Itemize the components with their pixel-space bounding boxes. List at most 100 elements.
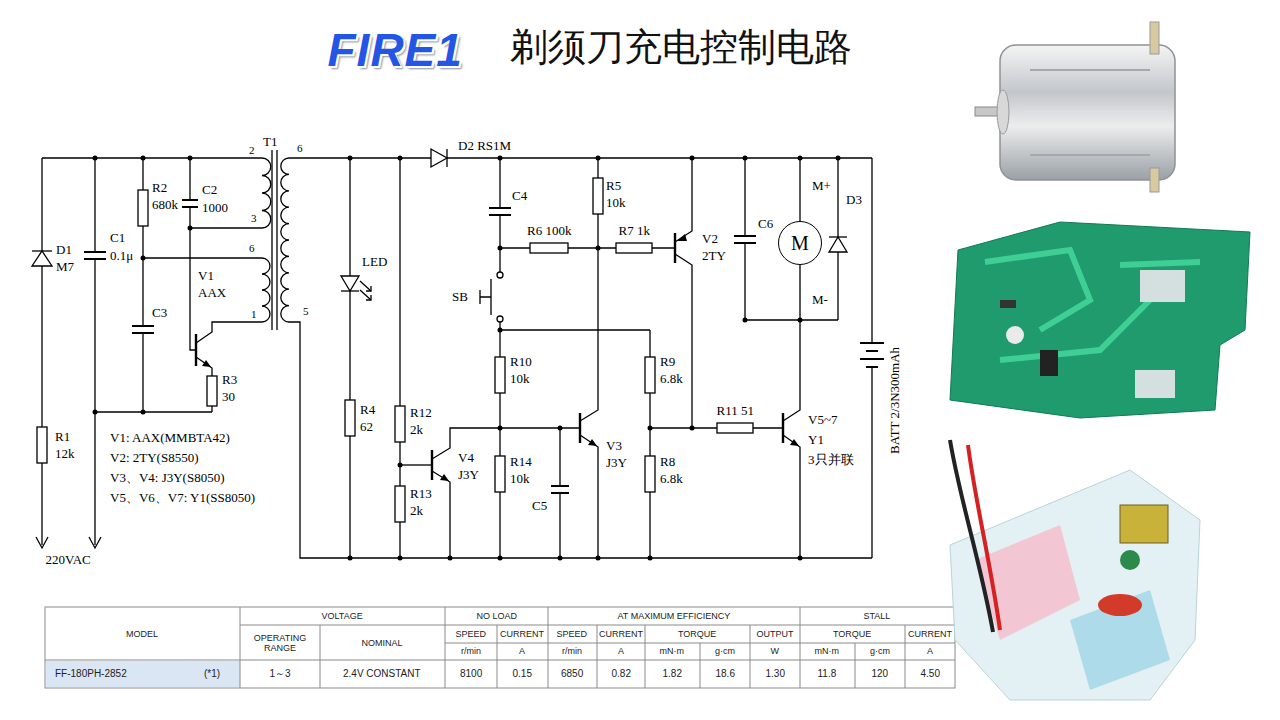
- capacitor-symbol: [550, 487, 570, 492]
- wire: [41, 158, 42, 545]
- table-cell: SPEED: [557, 629, 588, 639]
- resistor-symbol: [593, 178, 603, 214]
- table-cell: 4.50: [921, 668, 940, 680]
- motor-photo: [1030, 70, 1150, 155]
- table-cell: 1.82: [663, 668, 682, 680]
- wire: [783, 435, 800, 558]
- diode-symbol: [829, 236, 847, 237]
- table-cell: 2.4V CONSTANT: [343, 668, 421, 680]
- pcb-photo: [1140, 270, 1185, 302]
- pcb-photo: [1040, 350, 1058, 376]
- capacitor-symbol: [83, 253, 107, 258]
- component-label: M-: [812, 293, 828, 308]
- wire: [675, 254, 692, 428]
- table-cell: A: [927, 646, 933, 656]
- junction-dot: [798, 156, 803, 161]
- component-label: C1: [110, 231, 125, 246]
- data-table: [700, 643, 855, 688]
- transistor-arrow: [588, 439, 597, 446]
- table-cell: A: [519, 646, 525, 656]
- junction-dot: [93, 156, 98, 161]
- capacitor-symbol: [489, 208, 511, 215]
- component-label: R4: [360, 403, 375, 418]
- table-cell: mN·m: [815, 646, 840, 656]
- junction-dot: [93, 410, 98, 415]
- data-table: [240, 607, 800, 688]
- logo-text: FIRE1: [328, 24, 463, 77]
- resistor-symbol: [495, 456, 505, 492]
- resistor-symbol: [207, 376, 217, 406]
- junction-dot: [398, 463, 403, 468]
- switch-symbol: [480, 272, 503, 322]
- wire: [42, 157, 262, 158]
- transformer-symbol: [262, 150, 289, 330]
- pin-number: 2: [249, 144, 255, 157]
- data-table: [320, 625, 905, 688]
- transistor-arrow: [440, 474, 449, 481]
- diode-symbol: [341, 290, 359, 291]
- junction-dot: [798, 556, 803, 561]
- table-cell: CURRENT: [599, 629, 643, 639]
- component-label: 10k: [510, 472, 530, 487]
- junction-dot: [743, 318, 748, 323]
- table-cell: 11.8: [818, 668, 837, 680]
- wire: [190, 227, 262, 228]
- component-label: 220VAC: [46, 553, 91, 568]
- part-note: V5、V6、V7: Y1(SS8050): [110, 491, 255, 506]
- junction-dot: [558, 426, 563, 431]
- wire: [500, 329, 650, 330]
- table-cell: 1～3: [270, 668, 291, 680]
- capacitor-symbol: [84, 252, 106, 259]
- junction-dot: [498, 556, 503, 561]
- component-label: R3: [222, 373, 237, 388]
- diode-symbol: [366, 286, 371, 300]
- component-label: D1: [56, 243, 72, 258]
- part-note: V3、V4: J3Y(S8050): [110, 471, 224, 486]
- junction-dot: [188, 226, 193, 231]
- component-label: 2k: [410, 504, 423, 519]
- junction-dot: [348, 156, 353, 161]
- table-cell: OPERATING RANGE: [243, 633, 317, 654]
- wire: [432, 471, 450, 558]
- component-label: C3: [152, 306, 167, 321]
- pcb-photo: [1135, 370, 1175, 398]
- resistor-symbol: [495, 357, 505, 393]
- component-label: T1: [263, 135, 277, 150]
- wire: [799, 158, 800, 221]
- junction-dot: [596, 156, 601, 161]
- resistor-symbol: [645, 357, 655, 393]
- transistor-arrow: [790, 439, 799, 446]
- resistor-symbol: [530, 243, 568, 253]
- wire: [143, 257, 262, 258]
- table-cell: VOLTAGE: [322, 611, 363, 621]
- component-label: 1000: [202, 201, 228, 216]
- component-label: R6 100k: [527, 224, 571, 239]
- table-cell: mN·m: [660, 646, 685, 656]
- wire: [500, 427, 580, 428]
- capacitor-symbol: [488, 209, 512, 214]
- pcb-photo: [985, 250, 1200, 360]
- wire: [349, 158, 350, 558]
- battery-symbol: [858, 340, 886, 372]
- part-note: V2: 2TY(S8550): [110, 451, 198, 466]
- component-label: 12k: [55, 447, 75, 462]
- diode-symbol: [32, 250, 52, 251]
- capacitor-symbol: [83, 200, 757, 493]
- table-cell: AT MAXIMUM EFFICIENCY: [618, 611, 731, 621]
- component-label: Y1: [808, 433, 824, 448]
- switch-symbol: [480, 279, 491, 315]
- component-label: 6.8k: [660, 472, 683, 487]
- pcb-photo: [950, 470, 1200, 700]
- component-label: C6: [758, 217, 773, 232]
- component-label: C5: [532, 499, 547, 514]
- table-cell: W: [771, 646, 780, 656]
- resistor-symbol: [395, 486, 405, 522]
- table-cell: 8100: [460, 668, 482, 680]
- table-cell: 1.30: [766, 668, 785, 680]
- table-cell: (*1): [204, 668, 220, 680]
- motor-photo: [975, 22, 1175, 192]
- wire: [36, 158, 872, 558]
- wire: [36, 537, 101, 548]
- wire: [745, 158, 838, 320]
- wire: [94, 158, 95, 545]
